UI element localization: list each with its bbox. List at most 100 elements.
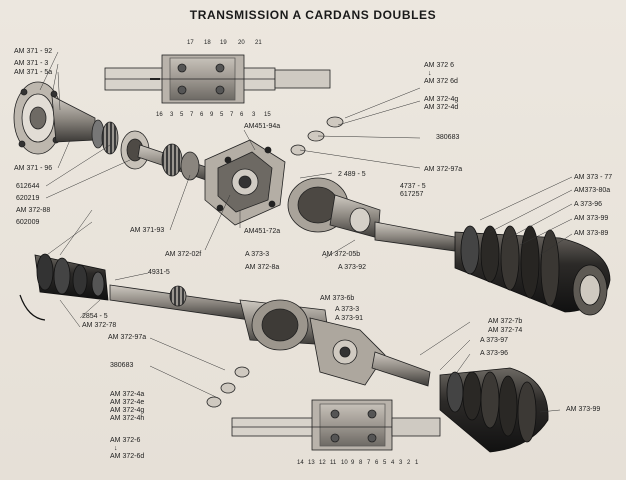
part-label: A 373-96 [574,201,603,208]
bottom-number: 5 [383,460,387,466]
part-label: AM451-72a [244,228,281,235]
rubber-boot-lower [439,367,549,453]
part-label: AM 372-7b [488,318,523,325]
part-label: AM 372-6 [110,437,141,444]
bottom-number: 1 [415,460,419,466]
top-bottom-number: 6 [240,112,244,118]
bottom-number: 13 [308,460,315,466]
top-bottom-number: 7 [190,112,194,118]
range-arrow: ↓ [114,445,118,452]
part-label: 602009 [16,219,40,226]
bottom-number: 4 [391,460,395,466]
part-label: AM 372 6d [424,78,458,85]
part-label: AM 373-89 [574,230,609,237]
bottom-number: 10 [341,460,348,466]
part-label: AM 372-4a [110,391,145,398]
wheel-hub-flange [13,81,150,170]
part-label: AM 373 - 77 [574,174,613,181]
part-label: AM 371 - 92 [14,48,53,55]
top-number: 18 [204,40,211,46]
part-label: AM 372-4g [110,407,145,414]
range-arrow: ↓ [428,70,432,77]
part-label: AM 372-05b [322,251,361,258]
part-label: A 373-96 [480,350,509,357]
part-label: AM 372-6d [110,453,145,460]
double-cardan-housing [204,139,286,226]
part-label-group-lower: AM 372-4a AM 372-4e AM 372-4g AM 372-4h [110,391,144,423]
top-number: 19 [220,40,227,46]
top-number: 20 [238,40,245,46]
leader-lines [39,51,573,413]
part-label: 617257 [400,191,424,198]
part-label-group-top: AM 372 6 ↓ AM 372 6d [424,62,458,86]
part-label: 4931-5 [148,269,170,276]
top-bottom-number: 15 [264,112,271,118]
lower-section-view [231,399,441,451]
part-label: 612644 [16,183,40,190]
washers-upper [290,116,344,156]
washers-lower [206,366,250,408]
bottom-number: 2 [407,460,411,466]
part-label: 620219 [16,195,40,202]
part-label: AM 372-97a [424,166,463,173]
part-label: A 373-3 [335,306,360,313]
part-label: AM 372-78 [82,322,117,329]
part-label: A 373-97 [480,337,509,344]
part-label: AM 372-97a [108,334,147,341]
top-bottom-number: 9 [210,112,214,118]
part-label: 2 489 - 5 [338,171,366,178]
part-label: AM 373-99 [574,215,609,222]
top-bottom-number: 5 [180,112,184,118]
drive-shaft-lower [109,284,331,351]
bottom-number: 6 [375,460,379,466]
part-label: AM 371 - 96 [14,165,53,172]
part-label: AM373-80a [574,187,611,194]
part-label: A 373-92 [338,264,367,271]
top-number: 21 [255,40,262,46]
bottom-number: 11 [330,460,337,466]
part-label: 380683 [110,362,134,369]
diagram-title: TRANSMISSION A CARDANS DOUBLES [189,8,437,22]
part-label: AM 372-88 [16,207,51,214]
part-label: AM 372-8a [245,264,280,271]
part-label: AM 373-6b [320,295,355,302]
part-label: AM 371-93 [130,227,165,234]
top-bottom-number: 6 [200,112,204,118]
part-label: AM 372-4d [424,104,459,111]
part-label: A 373-91 [335,315,364,322]
bottom-number: 8 [359,460,363,466]
part-label: AM 372-4g [424,96,459,103]
part-label: AM 371 - 3 [14,60,49,67]
part-label: AM451-94a [244,123,281,130]
part-label: AM 372-4h [110,415,145,422]
bottom-number: 14 [297,460,304,466]
bottom-number: 9 [351,460,355,466]
part-label: AM 372-74 [488,327,523,334]
part-label: A 373-3 [245,251,270,258]
top-bottom-number: 7 [230,112,234,118]
part-label: AM 373-99 [566,406,601,413]
bottom-number: 3 [399,460,403,466]
top-bottom-number: 3 [252,112,256,118]
part-label-group-lower2: AM 372-6 ↓ AM 372-6d [110,437,144,461]
part-label: 4737 - 5 [400,183,426,190]
part-label: AM 372 6 [424,62,454,69]
part-label: AM 372-02f [165,251,202,258]
top-bottom-number: 3 [170,112,174,118]
top-number: 17 [187,40,194,46]
part-label-group-top2: AM 372-4g AM 372-4d [424,96,458,112]
lower-cardan-joint [309,317,431,387]
rubber-boot-left [19,253,109,321]
rubber-boot-upper [454,225,611,316]
part-label: AM 371 - 5a [14,69,53,76]
top-bottom-number: 16 [156,112,163,118]
part-label: 380683 [436,134,460,141]
part-label: 2854 - 5 [82,313,108,320]
outer-joint-upper [287,177,463,253]
bottom-number: 12 [319,460,326,466]
inner-shaft-upper [137,143,216,183]
upper-section-view [104,54,331,104]
bottom-number: 7 [367,460,371,466]
